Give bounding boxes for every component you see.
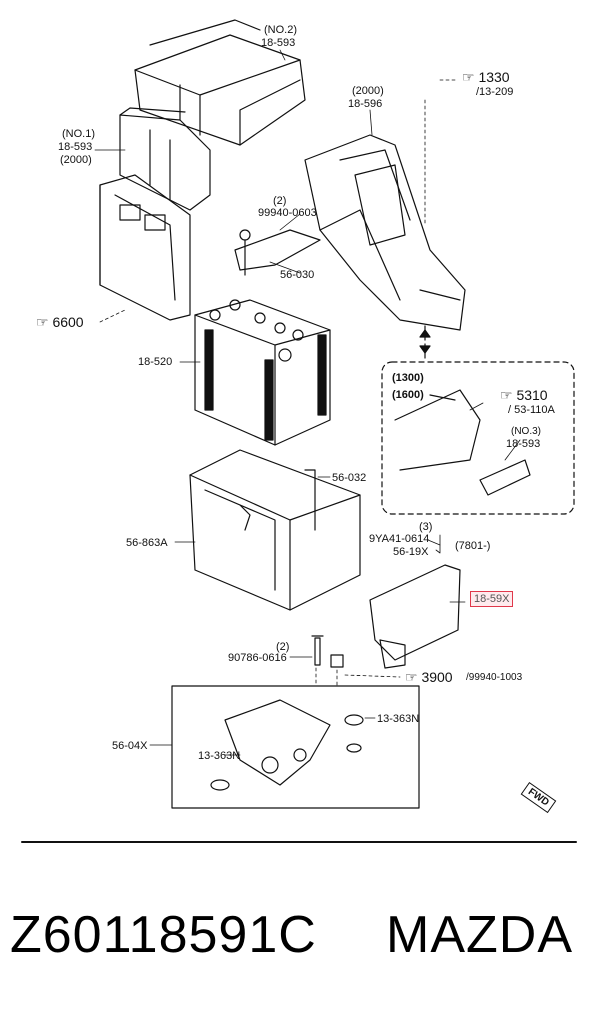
caption-part-number: Z60118591C — [10, 906, 317, 964]
nut-99940 — [330, 654, 344, 668]
label-bolt2-part: 90786-0616 — [228, 652, 287, 664]
label-duct-part: 18-596 — [348, 98, 383, 110]
ref-3900: ☞ 3900 — [405, 669, 453, 685]
ref-3900-num: 3900 — [421, 669, 453, 685]
label-grommet-a: 13-363N — [377, 713, 420, 725]
bolt-90786 — [311, 635, 324, 666]
battery-tray — [189, 449, 361, 611]
label-no2-tag: (NO.2) — [264, 24, 297, 36]
label-inset-no3: (NO.3) — [511, 426, 541, 437]
ref-3900-sub: /99940-1003 — [466, 672, 523, 683]
label-rod-part: 56-032 — [332, 472, 367, 484]
double-arrow — [419, 329, 431, 354]
inset-detail — [394, 389, 531, 496]
relay-block — [99, 174, 191, 321]
label-no1-tag: (NO.1) — [62, 128, 95, 140]
label-inset-1300: (1300) — [392, 372, 424, 384]
label-grommet-b: 13-363N — [198, 750, 241, 762]
label-nut-part: 9YA41-0614 — [369, 533, 430, 545]
label-cover-date: (7801-) — [455, 540, 491, 552]
label-bolt-qty: (2) — [273, 195, 287, 207]
ref-6600: ☞ 6600 — [36, 314, 84, 330]
ref-1330: ☞ 1330 — [462, 69, 510, 85]
base-box — [171, 685, 420, 809]
label-bolt-part: 99940-0603 — [258, 207, 317, 219]
fuse-box-no1 — [119, 107, 211, 211]
label-inset-1600: (1600) — [392, 389, 424, 401]
ref-5310: ☞ 5310 — [500, 387, 548, 403]
caption: Z60118591C MAZDA — [10, 900, 600, 970]
bracket — [234, 229, 321, 276]
label-clamp-part: 56-030 — [280, 269, 315, 281]
battery — [194, 299, 331, 446]
air-duct — [304, 134, 466, 331]
label-battery-part: 18-520 — [138, 356, 173, 368]
ref-5310-sub: / 53-110A — [508, 404, 555, 416]
label-nut-qty: (3) — [419, 521, 433, 533]
label-no1-part: 18-593 — [58, 141, 93, 153]
label-base-part: 56-04X — [112, 740, 148, 752]
label-duct-year: (2000) — [352, 85, 384, 97]
highlighted-part-label[interactable]: 18-59X — [470, 591, 514, 607]
label-tray-part: 56-863A — [126, 537, 168, 549]
ref-1330-sub: /13-209 — [476, 86, 514, 98]
label-inset-part: 18-593 — [506, 438, 541, 450]
label-cover-part: 56-19X — [393, 546, 429, 558]
ref-1330-num: 1330 — [478, 69, 510, 85]
side-cover — [369, 564, 461, 669]
label-bolt2-qty: (2) — [276, 641, 290, 653]
label-no2-part: 18-593 — [261, 37, 296, 49]
inset-box — [381, 324, 575, 515]
leader-lines — [94, 49, 521, 756]
ref-6600-num: 6600 — [52, 314, 84, 330]
label-no1-year: (2000) — [60, 154, 92, 166]
fuse-box-no2 — [134, 19, 306, 146]
caption-brand: MAZDA — [386, 906, 573, 964]
ref-5310-num: 5310 — [516, 387, 548, 403]
